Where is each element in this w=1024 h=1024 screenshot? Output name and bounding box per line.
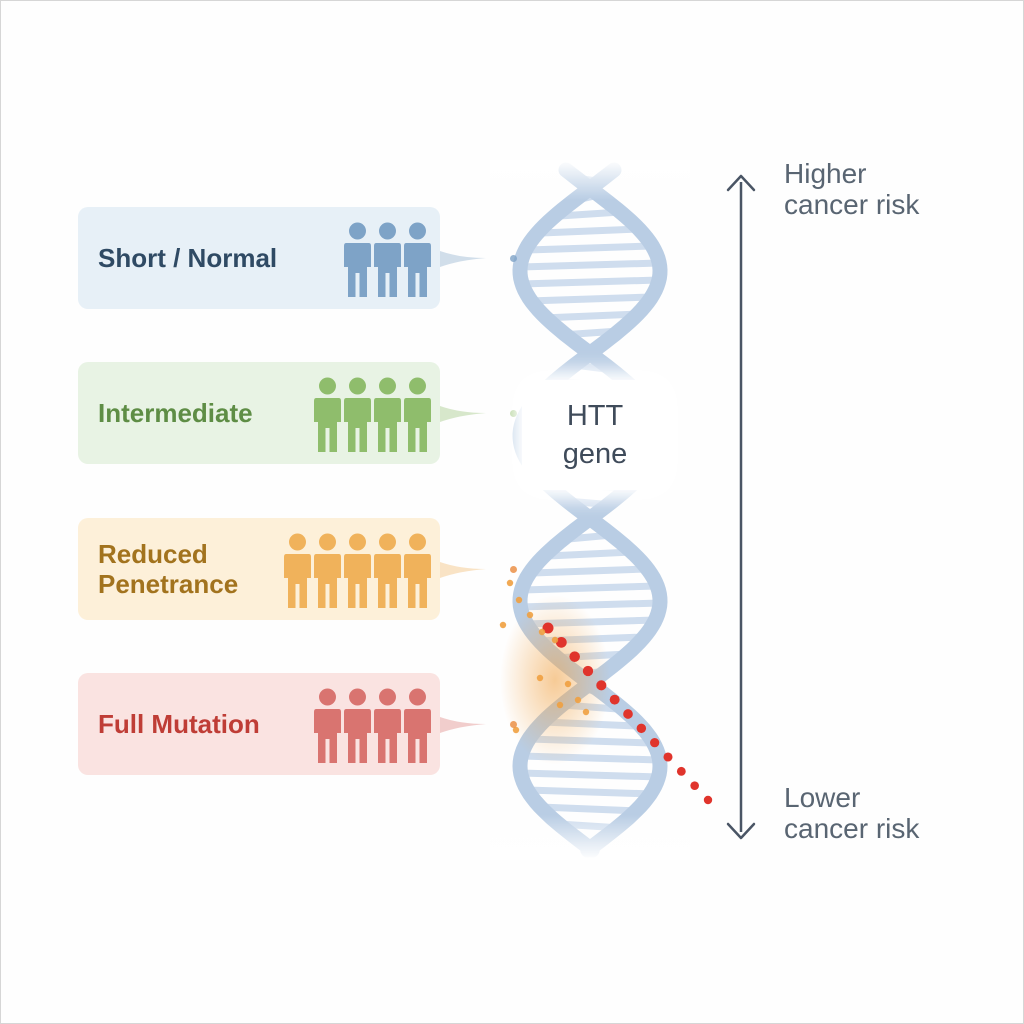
mutation-dot	[596, 680, 607, 691]
higher-risk-line1: Higher	[784, 158, 867, 189]
mutation-particle	[526, 611, 534, 619]
person-icon	[314, 377, 341, 452]
people-group	[313, 376, 432, 452]
dna-rung	[517, 276, 663, 288]
mutation-dot	[623, 709, 633, 719]
category-label-line: Reduced	[98, 539, 208, 569]
mutation-particle	[506, 579, 514, 587]
mutation-dot	[650, 738, 660, 748]
mutation-particle	[512, 726, 520, 734]
gene-label: HTT gene	[522, 380, 668, 490]
lower-risk-line2: cancer risk	[784, 813, 920, 844]
higher-risk-line2: cancer risk	[784, 189, 920, 220]
gene-name: HTT	[566, 400, 624, 432]
person-icon	[404, 688, 431, 763]
person-icon	[344, 377, 371, 452]
gene-word: gene	[562, 438, 628, 470]
mutation-particle	[499, 621, 507, 629]
dna-rung	[536, 803, 644, 815]
person-icon	[314, 533, 341, 608]
mutation-dot	[542, 622, 554, 634]
category-marker-dot	[510, 721, 517, 728]
dna-rung	[538, 310, 642, 322]
mutation-particle	[515, 596, 523, 604]
category-marker-dot	[510, 566, 517, 573]
person-icon	[374, 222, 401, 297]
category-label: Intermediate	[98, 398, 253, 428]
higher-risk-label: Higher cancer risk	[784, 158, 1004, 220]
mutation-particle	[582, 708, 590, 716]
person-icon	[314, 688, 341, 763]
dna-rung	[537, 225, 643, 237]
mutation-dot	[663, 752, 673, 762]
category-marker-dot	[510, 255, 517, 262]
person-icon	[404, 533, 431, 608]
mutation-dot	[636, 723, 647, 734]
mutation-particle	[564, 680, 572, 688]
person-icon	[404, 222, 431, 297]
category-pointer	[440, 251, 486, 267]
helix-fade-bottom	[490, 815, 690, 860]
category-label-line: Full Mutation	[98, 709, 260, 739]
mutation-particle	[551, 636, 559, 644]
dna-rung	[544, 548, 636, 560]
dna-rung	[523, 786, 657, 798]
person-icon	[344, 688, 371, 763]
mutation-dot	[609, 694, 620, 705]
category-pointer	[440, 717, 486, 733]
helix-fade-top	[490, 160, 690, 200]
mutation-dot	[555, 636, 567, 648]
person-icon	[284, 533, 311, 608]
dna-rung	[517, 259, 663, 271]
category-pointer	[440, 406, 486, 422]
people-group	[343, 221, 432, 297]
mutation-dot	[703, 795, 713, 805]
dna-rung	[519, 582, 661, 594]
dna-rung	[517, 769, 663, 781]
mutation-particle	[574, 696, 582, 704]
dna-rung	[529, 565, 651, 577]
mutation-dot	[676, 766, 686, 776]
category-card: Intermediate	[78, 362, 440, 464]
category-label-line: Penetrance	[98, 569, 239, 599]
person-icon	[374, 377, 401, 452]
mutation-particle	[556, 701, 564, 709]
category-label: Short / Normal	[98, 243, 277, 273]
people-group	[283, 532, 432, 608]
category-card: Full Mutation	[78, 673, 440, 775]
mutation-dot	[690, 781, 699, 790]
dna-rung	[524, 293, 656, 305]
category-card: Short / Normal	[78, 207, 440, 309]
mutation-particle	[538, 628, 546, 636]
lower-risk-label: Lower cancer risk	[784, 782, 1004, 844]
person-icon	[374, 533, 401, 608]
person-icon	[344, 222, 371, 297]
mutation-glow	[500, 595, 610, 765]
dna-strand-b	[512, 162, 668, 858]
people-group	[313, 687, 432, 763]
arrow-head-down	[726, 822, 756, 840]
mutation-particle	[536, 674, 544, 682]
category-label: Full Mutation	[98, 709, 260, 739]
arrow-head-up	[726, 174, 756, 192]
dna-rung	[524, 242, 656, 254]
lower-risk-line1: Lower	[784, 782, 861, 813]
mutation-dot	[582, 665, 594, 677]
category-marker-dot	[510, 410, 517, 417]
person-icon	[404, 377, 431, 452]
category-pointer	[440, 562, 486, 578]
person-icon	[344, 533, 371, 608]
category-label-line: Intermediate	[98, 398, 253, 428]
person-icon	[374, 688, 401, 763]
mutation-dot	[569, 651, 580, 662]
category-label-line: Short / Normal	[98, 243, 278, 273]
